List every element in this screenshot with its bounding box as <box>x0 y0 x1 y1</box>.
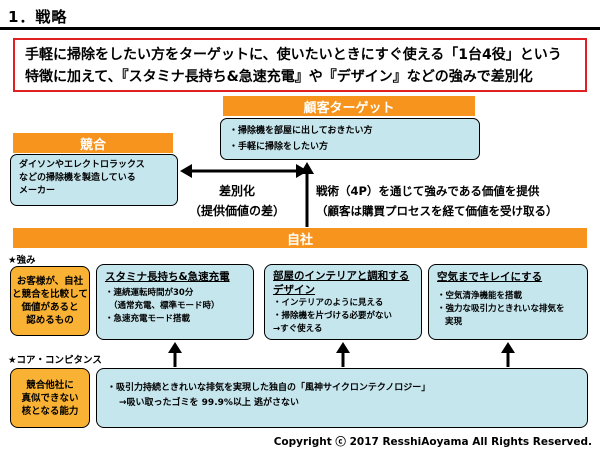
up-arrow-icon <box>336 342 350 367</box>
strength-card-title: スタミナ長持ち&急速充電 <box>105 271 230 283</box>
core-note-3: 核となる能力 <box>21 405 79 417</box>
strength-card-line: 実現 <box>445 317 463 327</box>
strength-card-line: ・インテリアのように見える <box>273 298 384 308</box>
target-box: ・掃除機を部屋に出しておきたい方 ・手軽に掃除をしたい方 <box>220 118 480 160</box>
strengths-note-3: 価値があると <box>21 302 79 313</box>
double-arrow-icon <box>180 164 308 178</box>
strengths-note-2: と競合を比較して <box>12 289 88 300</box>
differentiation-label: 差別化 （提供価値の差） <box>182 181 292 221</box>
competitor-text-3: メーカー <box>19 186 56 196</box>
strength-card-title: 空気までキレイにする <box>437 271 543 283</box>
strength-card-design: 部屋のインテリアと調和する デザイン ・インテリアのように見える ・掃除機を片づ… <box>264 264 422 340</box>
strength-card-line: ・掃除機を片づける必要がない <box>273 311 393 321</box>
strengths-note: お客様が、自社 と競合を比較して 価値があると 認めるもの <box>10 266 90 336</box>
strength-card-title-2: デザイン <box>273 284 315 296</box>
strategy-summary-box: 手軽に掃除をしたい方をターゲットに、使いたいときにすぐ使える「1台4役」という … <box>13 38 587 92</box>
competitor-text-1: ダイソンやエレクトロラックス <box>19 160 145 170</box>
core-note-1: 競合他社に <box>26 379 74 391</box>
core-note-2: 真似できない <box>21 392 79 404</box>
core-label: ★コア・コンピタンス <box>8 355 102 366</box>
tactic-line-2: （顧客は購買プロセスを経て価値を受け取る） <box>316 204 558 218</box>
strength-card-line: ・強力な吸引力ときれいな排気を <box>437 304 565 314</box>
competitor-text-2: などの掃除機を製造している <box>19 173 136 183</box>
tactic-line-1: 戦術（4P）を通じて強みである価値を提供 <box>316 184 540 198</box>
core-note: 競合他社に 真似できない 核となる能力 <box>10 368 90 428</box>
summary-line-1: 手軽に掃除をしたい方をターゲットに、使いたいときにすぐ使える「1台4役」という <box>25 47 562 63</box>
core-competence-box: ・吸引力持続ときれいな排気を実現した独自の「風神サイクロンテクノロジー」 →吸い… <box>96 368 588 428</box>
strengths-label: ★強み <box>8 255 36 266</box>
strengths-note-4: 認めるもの <box>26 315 74 326</box>
up-arrow-icon <box>168 342 182 367</box>
strength-card-line: （通常充電、標準モード時） <box>109 301 220 311</box>
title-underline <box>0 27 600 30</box>
strength-card-title-1: 部屋のインテリアと調和する <box>273 270 410 282</box>
strength-card-line: →すぐ使える <box>273 324 323 334</box>
target-item-2: ・手軽に掃除をしたい方 <box>229 142 329 152</box>
tactic-label: 戦術（4P）を通じて強みである価値を提供 （顧客は購買プロセスを経て価値を受け取… <box>316 181 600 221</box>
core-line-2: →吸い取ったゴミを 99.9%以上 逃がさない <box>119 398 300 408</box>
core-line-1: ・吸引力持続ときれいな排気を実現した独自の「風神サイクロンテクノロジー」 <box>107 383 431 393</box>
summary-line-2: 特徴に加えて、『スタミナ長持ち&急速充電』や『デザイン』などの強みで差別化 <box>25 69 533 85</box>
target-item-1: ・掃除機を部屋に出しておきたい方 <box>229 126 373 136</box>
strength-card-air: 空気までキレイにする ・空気清浄機能を搭載 ・強力な吸引力ときれいな排気を 実現 <box>428 264 588 340</box>
company-header: 自社 <box>13 228 587 248</box>
strength-card-line: ・急速充電モード搭載 <box>105 314 191 324</box>
competitor-box: ダイソンやエレクトロラックス などの掃除機を製造している メーカー <box>10 154 178 206</box>
competitor-header: 競合 <box>13 133 173 153</box>
differentiation-line-2: （提供価値の差） <box>188 204 285 218</box>
differentiation-line-1: 差別化 <box>218 184 255 198</box>
strength-card-line: ・連続運転時間が30分 <box>105 288 194 298</box>
strength-card-stamina: スタミナ長持ち&急速充電 ・連続運転時間が30分 （通常充電、標準モード時） ・… <box>96 264 254 340</box>
strength-card-line: ・空気清浄機能を搭載 <box>437 291 523 301</box>
page-title: 1．戦略 <box>8 8 68 26</box>
up-arrow-icon <box>300 162 314 227</box>
strengths-note-1: お客様が、自社 <box>16 276 84 287</box>
up-arrow-icon <box>501 342 515 367</box>
copyright-text: Copyright ⓒ 2017 ResshiAoyama All Rights… <box>273 436 592 448</box>
target-header: 顧客ターゲット <box>223 96 475 116</box>
